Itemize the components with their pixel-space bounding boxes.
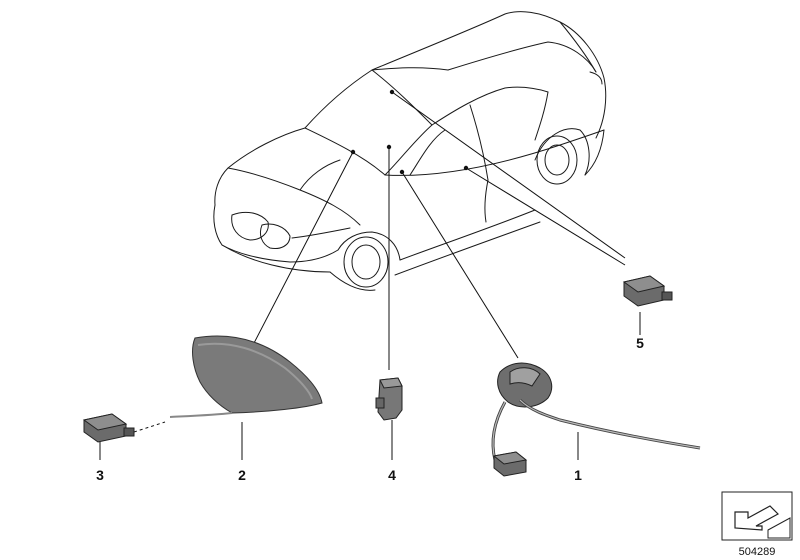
leader-dots bbox=[350, 89, 469, 175]
part-5-sensor[interactable] bbox=[622, 275, 673, 307]
callout-5: 5 bbox=[636, 335, 644, 351]
part-4-connector[interactable] bbox=[375, 377, 403, 421]
callout-2: 2 bbox=[238, 467, 246, 483]
callout-3: 3 bbox=[96, 467, 104, 483]
part-3-sensor[interactable] bbox=[82, 413, 135, 443]
document-number: 504289 bbox=[739, 546, 776, 558]
callout-1: 1 bbox=[574, 467, 582, 483]
part-1-sensor-harness[interactable] bbox=[491, 362, 701, 477]
folded-corner-arrow-icon bbox=[721, 491, 793, 541]
leader-lines bbox=[99, 91, 641, 460]
car-outline bbox=[213, 11, 607, 291]
part-2-cover[interactable] bbox=[169, 335, 323, 418]
callout-4: 4 bbox=[388, 467, 396, 483]
